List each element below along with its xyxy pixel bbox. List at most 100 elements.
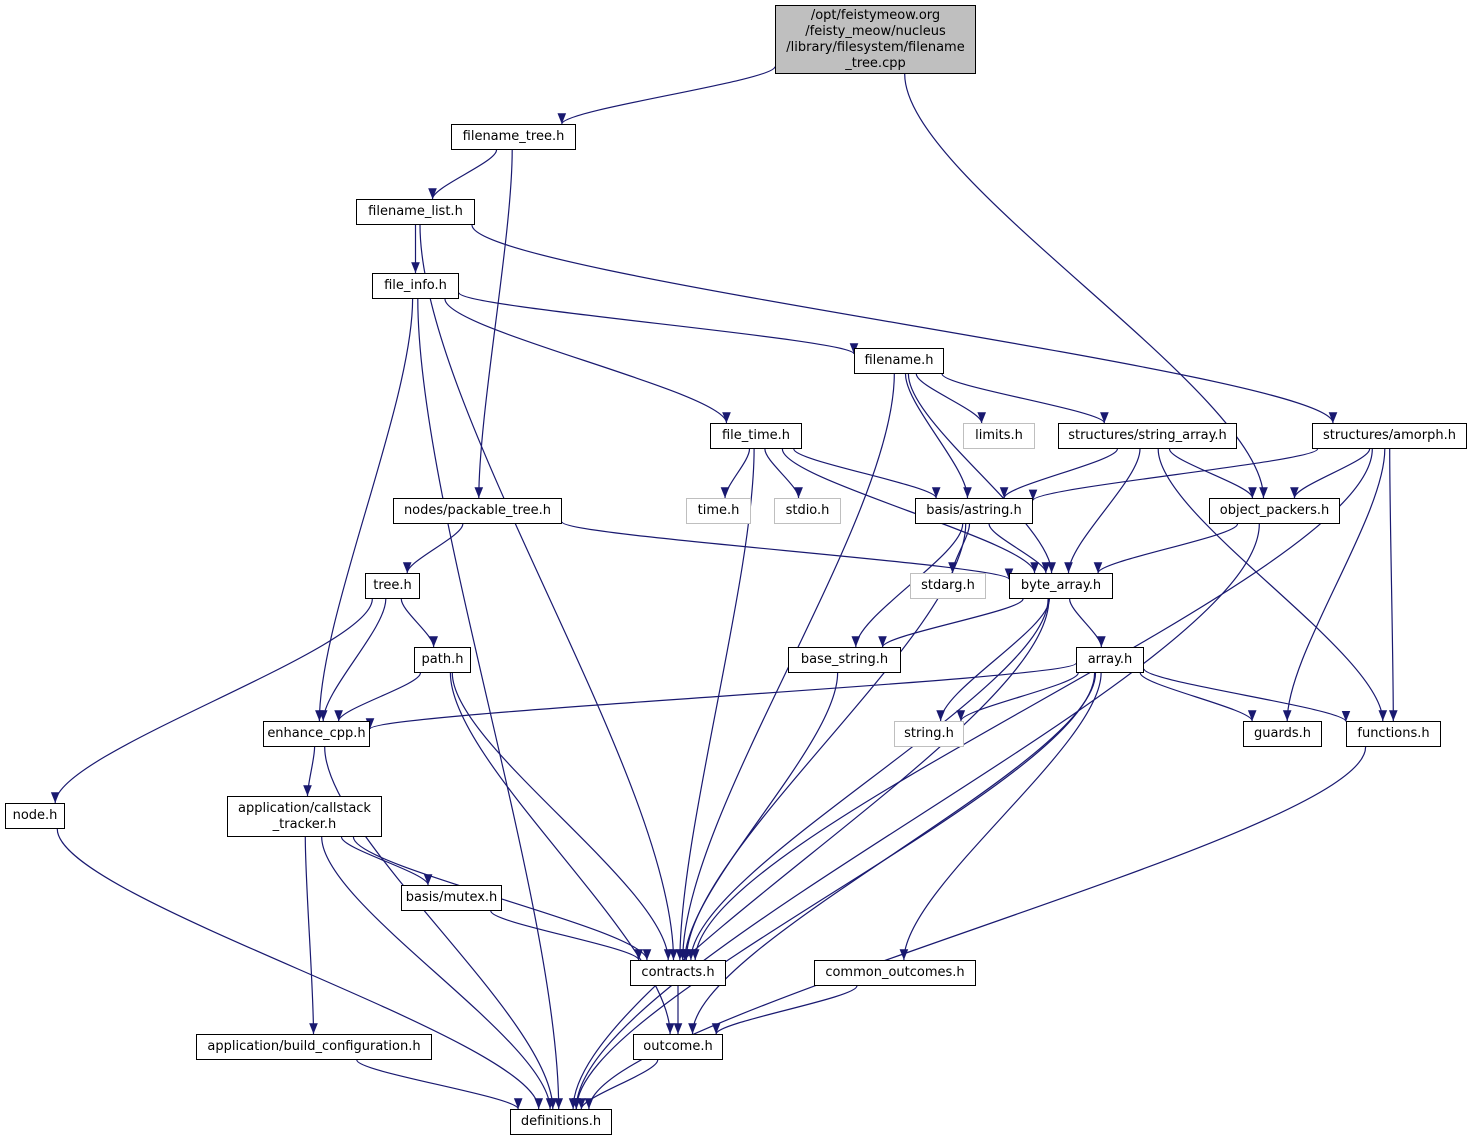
node-object-packers-h[interactable]: object_packers.h <box>1209 498 1340 524</box>
node-label: tree.h <box>373 578 412 593</box>
node-outcome-h[interactable]: outcome.h <box>633 1034 723 1060</box>
edge-filename-to-limits <box>915 373 986 424</box>
node-amorph-h[interactable]: structures/amorph.h <box>1312 423 1467 449</box>
node-filename-tree-h[interactable]: filename_tree.h <box>451 124 576 150</box>
edge-enhance_cpp-to-callstack <box>303 746 316 797</box>
node-label: nodes/packable_tree.h <box>403 503 552 518</box>
node-path-h[interactable]: path.h <box>414 647 471 673</box>
edge-callstack-to-mutex <box>340 836 433 886</box>
node-byte-array-h[interactable]: byte_array.h <box>1009 573 1113 599</box>
edge-byte_array-to-base_string <box>878 598 1024 648</box>
node-label: basis/astring.h <box>926 503 1022 518</box>
edge-callstack-to-build_configuration <box>304 836 318 1035</box>
node-stdio-h: stdio.h <box>774 498 841 524</box>
edge-array-to-functions <box>1143 668 1351 723</box>
node-label: outcome.h <box>643 1039 713 1054</box>
node-contracts-h[interactable]: contracts.h <box>630 960 726 986</box>
edge-file_info-to-file_time <box>444 298 731 424</box>
edge-filename-to-byte_array <box>907 373 1056 574</box>
edge-base_string-to-contracts <box>680 672 839 961</box>
node-filename-h[interactable]: filename.h <box>854 348 944 374</box>
edge-byte_array-to-array <box>1069 598 1106 648</box>
node-label: base_string.h <box>800 652 889 667</box>
node-file-time-h[interactable]: file_time.h <box>710 423 802 449</box>
node-guards-h[interactable]: guards.h <box>1243 721 1322 747</box>
node-functions-h[interactable]: functions.h <box>1346 721 1441 747</box>
node-packable-tree-h[interactable]: nodes/packable_tree.h <box>393 498 562 524</box>
edge-amorph-to-functions <box>1388 448 1398 722</box>
edge-root-to-filename_tree <box>557 66 776 125</box>
node-label: stdio.h <box>785 503 830 518</box>
node-mutex-h[interactable]: basis/mutex.h <box>401 885 502 911</box>
edge-byte_array-to-contracts <box>686 598 1049 961</box>
node-base-string-h[interactable]: base_string.h <box>788 647 901 673</box>
edge-file_time-to-astring <box>793 448 941 499</box>
edge-byte_array-to-definitions <box>568 598 1050 1110</box>
node-definitions-h[interactable]: definitions.h <box>510 1109 612 1135</box>
node-string-h: string.h <box>894 721 964 747</box>
node-label: structures/string_array.h <box>1068 428 1227 443</box>
node-label: application/callstack _tracker.h <box>238 800 371 832</box>
node-astring-h[interactable]: basis/astring.h <box>915 498 1033 524</box>
node-label: contracts.h <box>641 965 715 980</box>
node-label: structures/amorph.h <box>1323 428 1456 443</box>
edge-string_array-to-functions <box>1157 448 1388 722</box>
node-array-h[interactable]: array.h <box>1076 647 1144 673</box>
node-label: byte_array.h <box>1020 578 1102 593</box>
node-label: filename_list.h <box>368 204 463 219</box>
node-time-h: time.h <box>686 498 751 524</box>
node-label: basis/mutex.h <box>405 890 498 905</box>
edge-astring-to-byte_array <box>988 523 1051 574</box>
edge-file_time-to-time <box>720 448 751 499</box>
edge-amorph-to-astring <box>1028 448 1319 501</box>
edge-packable_tree-to-byte_array <box>561 521 1013 580</box>
edge-byte_array-to-string <box>936 598 1050 722</box>
node-label: filename_tree.h <box>462 129 565 144</box>
node-label: node.h <box>12 808 58 823</box>
edge-outcome-to-definitions <box>577 1059 659 1110</box>
node-enhance-cpp-h[interactable]: enhance_cpp.h <box>263 721 370 747</box>
edge-object_packers-to-byte_array <box>1093 523 1239 574</box>
node-label: object_packers.h <box>1219 503 1330 518</box>
node-label: definitions.h <box>520 1114 602 1129</box>
edge-tree-to-path <box>400 598 438 648</box>
edge-path-to-outcome <box>449 672 675 1035</box>
node-tree-h[interactable]: tree.h <box>365 573 420 599</box>
edge-file_time-to-byte_array <box>781 448 1039 574</box>
node-label: string.h <box>904 726 954 741</box>
edge-common_outcomes-to-outcome <box>711 985 858 1035</box>
node-label: functions.h <box>1357 726 1430 741</box>
node-label: filename.h <box>864 353 934 368</box>
edge-filename_tree-to-filename_list <box>428 149 498 200</box>
node-build-configuration-h[interactable]: application/build_configuration.h <box>196 1034 432 1060</box>
node-label: time.h <box>697 503 740 518</box>
node-stdarg-h: stdarg.h <box>910 573 986 599</box>
edge-build_configuration-to-definitions <box>356 1059 523 1110</box>
edge-functions-to-definitions <box>584 746 1367 1110</box>
edge-file_info-to-enhance_cpp <box>315 298 414 722</box>
node-node-h[interactable]: node.h <box>5 803 65 829</box>
edge-file_time-to-contracts <box>675 448 755 961</box>
edge-array-to-string <box>956 672 1079 722</box>
edge-amorph-to-contracts <box>690 448 1373 961</box>
node-label: enhance_cpp.h <box>267 726 366 741</box>
node-common-outcomes-h[interactable]: common_outcomes.h <box>814 960 976 986</box>
edge-node-to-definitions <box>56 828 543 1110</box>
edge-filename_list-to-amorph <box>471 224 1338 424</box>
node-callstack-tracker-h[interactable]: application/callstack _tracker.h <box>227 796 382 837</box>
edge-astring-to-base_string <box>851 523 964 648</box>
edge-packable_tree-to-tree <box>402 523 464 574</box>
node-label: common_outcomes.h <box>825 965 965 980</box>
node-root-file[interactable]: /opt/feistymeow.org /feisty_meow/nucleus… <box>775 5 976 74</box>
edge-tree-to-node <box>50 598 373 804</box>
node-file-info-h[interactable]: file_info.h <box>372 273 459 299</box>
edge-mutex-to-contracts <box>490 910 643 961</box>
node-label: path.h <box>421 652 464 667</box>
node-label: application/build_configuration.h <box>207 1039 421 1054</box>
node-string-array-h[interactable]: structures/string_array.h <box>1058 423 1237 449</box>
edge-object_packers-to-definitions <box>571 523 1260 1110</box>
edge-filename_tree-to-packable_tree <box>474 149 513 499</box>
node-filename-list-h[interactable]: filename_list.h <box>356 199 475 225</box>
edge-tree-to-enhance_cpp <box>318 598 387 722</box>
